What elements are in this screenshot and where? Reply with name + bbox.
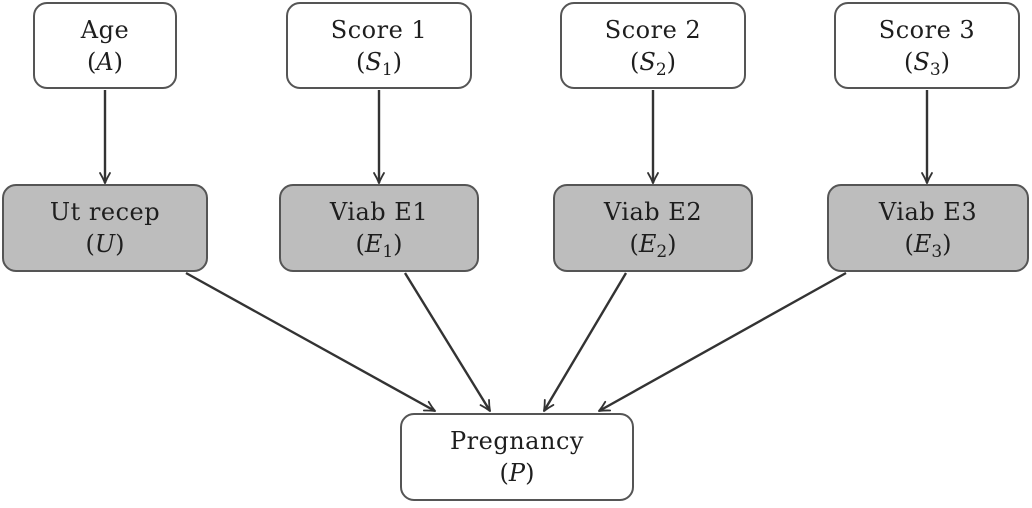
node-symbol: (U) [85,230,125,258]
node-label: Pregnancy [450,427,584,455]
node-label: Viab E2 [603,198,703,226]
edge-ut-recep-to-pregnancy [185,271,435,411]
node-score-2: Score 2 (S2) [560,2,746,89]
node-symbol: (E2) [629,230,677,262]
node-label: Ut recep [49,198,161,226]
node-symbol: (S3) [903,47,951,80]
edge-viab-e3-to-pregnancy [599,271,847,411]
node-viab-e2: Viab E2 (E2) [553,184,753,272]
node-symbol: (E3) [904,230,952,262]
node-symbol: (A) [86,47,124,76]
node-symbol: (S1) [355,47,403,80]
node-age: Age (A) [33,2,177,89]
node-symbol: (E1) [355,230,403,262]
node-score-1: Score 1 (S1) [286,2,472,89]
node-label: Viab E1 [329,198,429,226]
node-symbol: (P) [499,459,535,487]
node-label: Score 3 [878,15,976,44]
node-pregnancy: Pregnancy (P) [400,413,634,501]
node-label: Score 2 [604,15,702,44]
node-label: Viab E3 [878,198,978,226]
node-label: Age [80,15,130,44]
node-ut-recep: Ut recep (U) [2,184,208,272]
edge-viab-e2-to-pregnancy [544,272,628,411]
node-viab-e3: Viab E3 (E3) [827,184,1029,272]
node-viab-e1: Viab E1 (E1) [279,184,479,272]
edge-viab-e1-to-pregnancy [403,272,490,411]
node-symbol: (S2) [629,47,677,80]
node-score-3: Score 3 (S3) [834,2,1020,89]
node-label: Score 1 [330,15,428,44]
